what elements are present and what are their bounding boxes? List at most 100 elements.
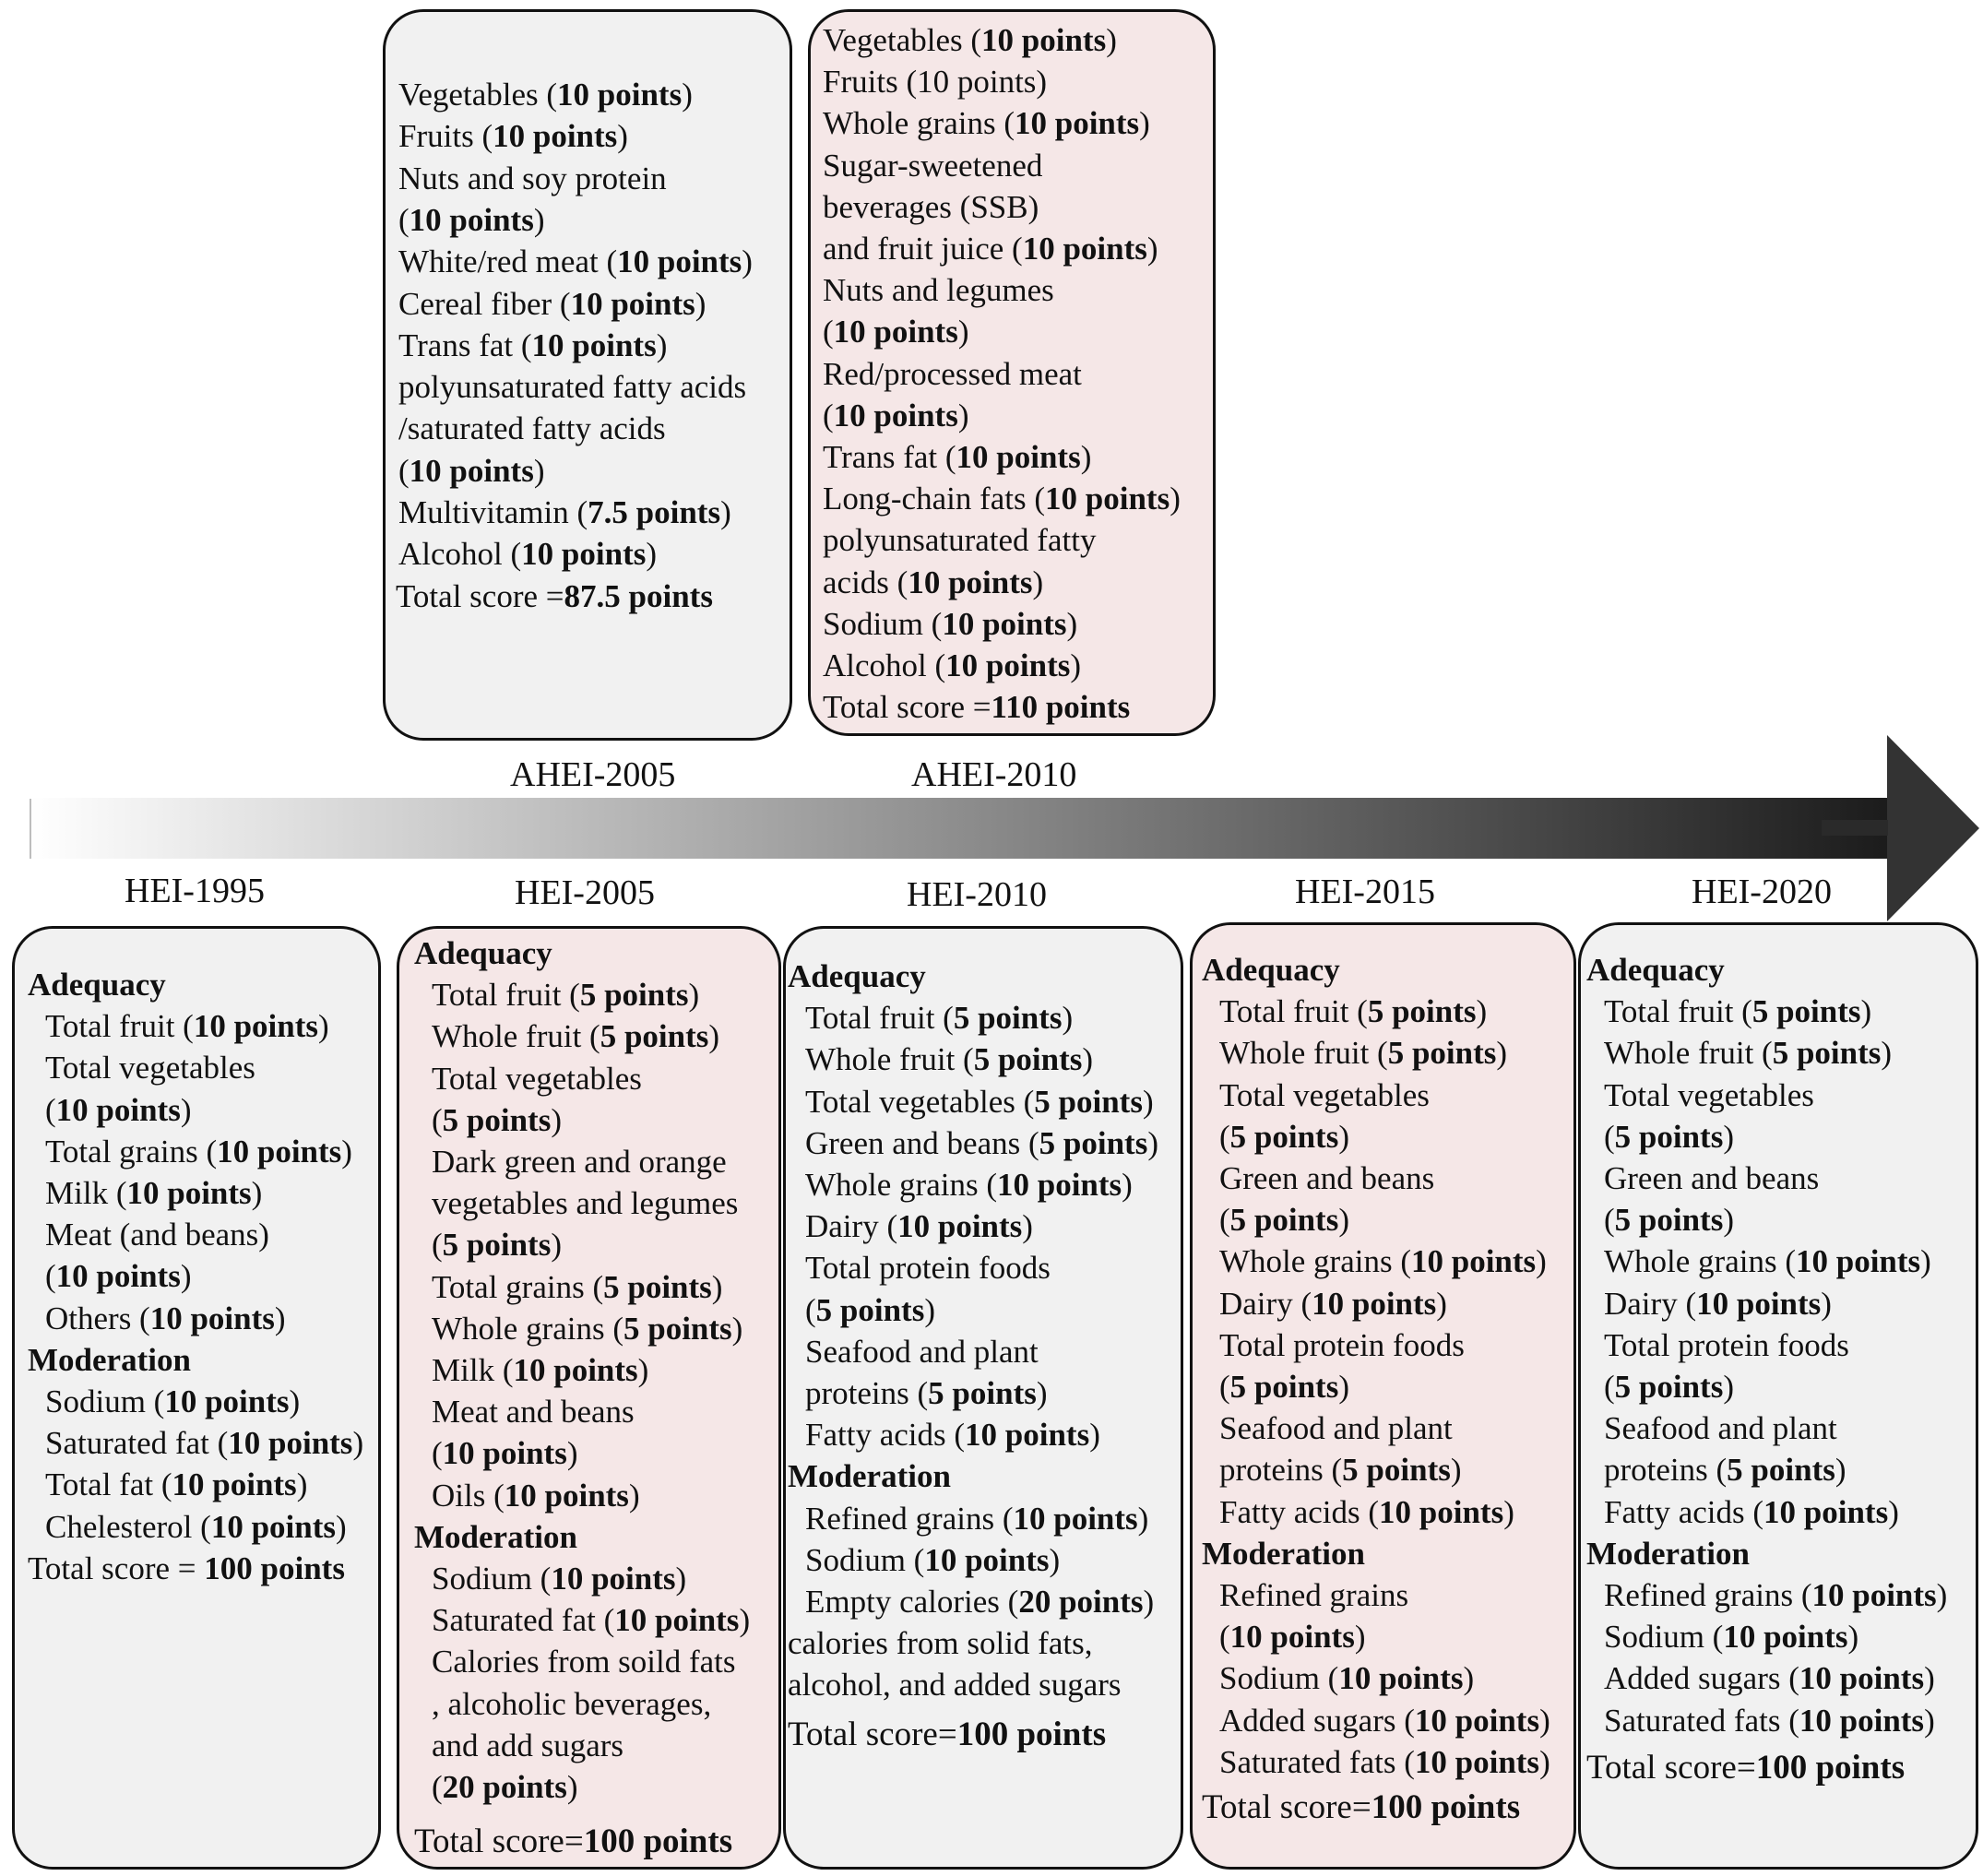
ahei-2010-box [808,9,1216,736]
score-component: Total vegetables [1604,1076,1814,1113]
section-heading: Adequacy [1202,952,1340,988]
score-component: Whole grains (10 points) [1604,1243,1931,1280]
score-component: (5 points) [1219,1369,1349,1405]
section-heading: Moderation [28,1341,191,1378]
score-component: Trans fat (10 points) [398,327,668,363]
score-component: Dairy (10 points) [1219,1285,1447,1322]
score-component: Saturated fats (10 points) [1219,1743,1550,1780]
hei-2015-box [1190,922,1576,1870]
score-component: Dairy (10 points) [1604,1285,1832,1322]
hei-1995-box [12,926,381,1870]
score-component: Sugar-sweetened [823,147,1043,184]
score-component: Total grains (5 points) [432,1268,723,1305]
score-component: Sodium (10 points) [1604,1619,1859,1656]
score-component: Fruits (10 points) [823,64,1048,101]
score-component: Whole fruit (5 points) [1219,1035,1508,1072]
arrow-head-notch [1822,820,1888,836]
score-component: (10 points) [1219,1619,1366,1656]
section-heading: Adequacy [1586,952,1725,988]
score-component: Seafood and plant [805,1333,1039,1370]
score-component: Cereal fiber (10 points) [398,285,707,322]
hei-2005-box [397,926,781,1870]
section-heading: Adequacy [788,958,926,994]
section-heading: Moderation [414,1518,577,1555]
score-component: (5 points) [1219,1118,1349,1155]
score-component: Empty calories (20 points) [805,1584,1155,1620]
score-component: Total grains (10 points) [45,1133,352,1170]
score-component: Multivitamin (7.5 points) [398,494,731,530]
score-component: (5 points) [805,1291,935,1328]
score-component: Nuts and legumes [823,272,1054,309]
score-component: Red/processed meat [823,355,1082,392]
score-component: Chelesterol (10 points) [45,1508,347,1545]
score-component: (5 points) [432,1101,562,1138]
score-component: (10 points) [398,201,545,238]
hei-2010-box [783,926,1183,1870]
score-component: Oils (10 points) [432,1477,640,1514]
score-component: Fruits (10 points) [398,118,628,155]
score-component: Sodium (10 points) [805,1541,1061,1578]
score-component: (10 points) [823,397,969,433]
hei-2005-label: HEI-2005 [515,873,655,912]
section-heading: Moderation [1586,1535,1750,1572]
score-component: and fruit juice (10 points) [823,231,1158,267]
section-heading: Adequacy [414,935,552,971]
score-component: Calories from soild fats [432,1644,736,1680]
score-component: (10 points) [45,1091,192,1128]
score-component: Total fruit (5 points) [1604,993,1872,1030]
score-component: Saturated fat (10 points) [432,1602,751,1639]
score-component: Vegetables (10 points) [823,22,1117,58]
score-component: Green and beans [1604,1160,1820,1196]
score-component: Sodium (10 points) [432,1561,687,1597]
ahei-2005-label: AHEI-2005 [510,755,676,794]
arrow-shaft [30,798,1893,859]
score-component: alcohol, and added sugars [788,1667,1122,1704]
score-component: Total fruit (5 points) [1219,993,1488,1030]
score-component: Whole fruit (5 points) [432,1018,720,1055]
score-component: (20 points) [432,1769,578,1805]
total-score: Total score=100 points [1586,1748,1906,1787]
score-component: Total vegetables [45,1050,255,1086]
score-component: Added sugars (10 points) [1219,1702,1550,1739]
score-component: (5 points) [432,1227,562,1264]
score-component: Milk (10 points) [432,1352,649,1388]
total-score: Total score =110 points [823,689,1131,726]
score-component: Total protein foods [1219,1326,1465,1363]
score-component: Whole grains (10 points) [823,105,1150,142]
score-component: (10 points) [432,1435,578,1472]
score-component: Sodium (10 points) [1219,1660,1475,1697]
score-component: Total protein foods [1604,1326,1849,1363]
hei-2015-label: HEI-2015 [1295,873,1435,911]
score-component: Long-chain fats (10 points) [823,481,1181,517]
score-component: polyunsaturated fatty [823,522,1097,559]
score-component: Trans fat (10 points) [823,439,1092,475]
score-component: Added sugars (10 points) [1604,1660,1935,1697]
section-heading: Moderation [788,1458,951,1495]
score-component: Green and beans (5 points) [805,1124,1158,1161]
score-component: Meat and beans [432,1394,635,1431]
score-component: Saturated fats (10 points) [1604,1702,1935,1739]
section-heading: Adequacy [28,967,166,1003]
score-component: Alcohol (10 points) [823,647,1082,683]
score-component: (10 points) [398,452,545,489]
total-score: Total score=100 points [414,1823,733,1861]
score-component: (10 points) [823,314,969,350]
total-score: Total score=100 points [788,1715,1107,1753]
score-component: Dark green and orange [432,1144,727,1180]
score-component: (5 points) [1604,1369,1734,1405]
score-component: Fatty acids (10 points) [1604,1493,1899,1530]
hei-2020-box [1578,922,1978,1870]
score-component: Whole grains (10 points) [805,1167,1133,1203]
score-component: polyunsaturated fatty acids [398,369,747,406]
score-component: Milk (10 points) [45,1175,263,1211]
arrow-head [1887,735,1979,921]
section-heading: Moderation [1202,1535,1365,1572]
score-component: , alcoholic beverages, [432,1685,712,1722]
score-component: (10 points) [45,1258,192,1295]
score-component: Saturated fat (10 points) [45,1425,364,1462]
ahei-2010-label: AHEI-2010 [911,755,1077,794]
score-component: beverages (SSB) [823,188,1039,225]
score-component: Vegetables (10 points) [398,77,693,113]
score-component: vegetables and legumes [432,1185,739,1222]
